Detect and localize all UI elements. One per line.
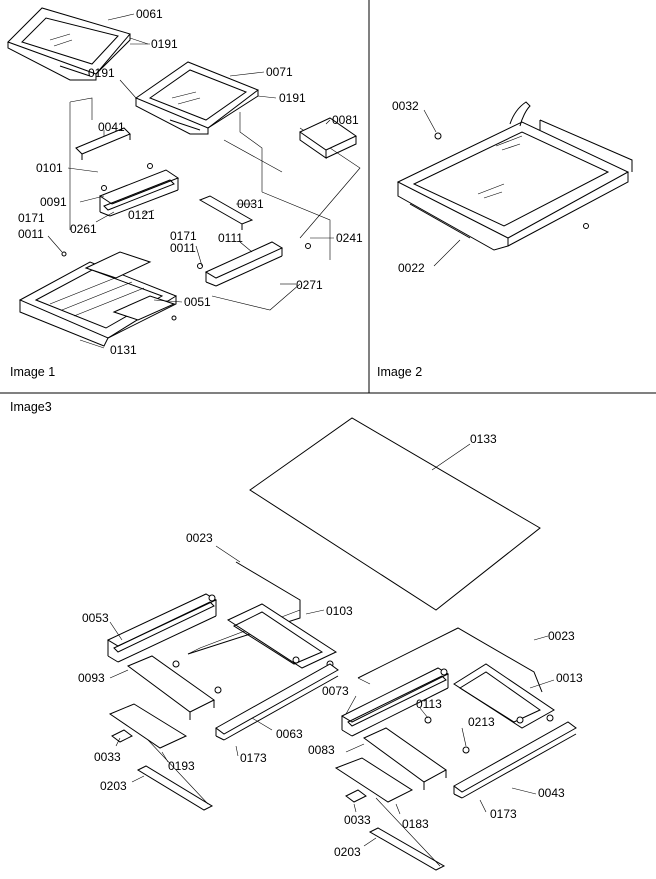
label-0032: 0032 — [392, 99, 419, 113]
slide-assembly-0111 — [197, 241, 311, 287]
label-0173-a: 0173 — [240, 751, 267, 765]
label-0193: 0193 — [168, 759, 195, 773]
label-0011-a: 0011 — [18, 227, 44, 241]
label-0133: 0133 — [470, 432, 497, 446]
shelf-0061 — [7, 7, 149, 81]
label-0091: 0091 — [40, 195, 67, 209]
label-0203-a: 0203 — [100, 779, 127, 793]
rail-0041 — [75, 127, 131, 160]
label-0171-b: 0171 — [170, 229, 197, 243]
label-0261: 0261 — [70, 222, 97, 236]
image-2-shelf-view: 0032 0022 — [392, 99, 633, 275]
label-0121: 0121 — [128, 208, 155, 222]
label-0041: 0041 — [98, 120, 125, 134]
label-0203-b: 0203 — [334, 845, 361, 859]
caption-image-2: Image 2 — [377, 365, 422, 379]
label-0043: 0043 — [538, 786, 565, 800]
slide-0031 — [198, 195, 254, 230]
label-0191-b: 0191 — [88, 66, 115, 80]
rail-0081 — [298, 117, 358, 159]
label-0023-a: 0023 — [186, 531, 213, 545]
panel-frame — [0, 0, 656, 394]
label-0031: 0031 — [237, 197, 264, 211]
label-0171-a: 0171 — [18, 211, 45, 225]
label-0183: 0183 — [402, 817, 429, 831]
slide-assembly-0121 — [98, 163, 180, 217]
label-0083: 0083 — [308, 743, 335, 757]
label-0111: 0111 — [218, 231, 243, 245]
drawer-0131 — [18, 251, 178, 347]
label-0241: 0241 — [336, 231, 363, 245]
label-0131: 0131 — [110, 343, 137, 357]
assembly-guides-image-1 — [69, 97, 361, 311]
shelf-0071 — [134, 61, 260, 135]
label-0022: 0022 — [398, 261, 425, 275]
right-frame-assembly: 0023 0013 0073 0113 0213 0083 0043 0033 … — [308, 627, 583, 871]
label-0033-a: 0033 — [94, 750, 121, 764]
label-0081: 0081 — [332, 113, 359, 127]
caption-image-3: Image3 — [10, 400, 52, 414]
label-0073: 0073 — [322, 684, 349, 698]
image-3-exploded-view: 0133 — [78, 417, 583, 871]
label-0191-a: 0191 — [151, 37, 178, 51]
label-0213: 0213 — [468, 715, 495, 729]
label-0023-b: 0023 — [548, 629, 575, 643]
label-0173-b: 0173 — [490, 807, 517, 821]
label-0271: 0271 — [296, 278, 323, 292]
image-1-exploded-view: 0061 0191 0191 0071 0191 0081 0041 0101 … — [7, 7, 363, 357]
label-0053: 0053 — [82, 611, 109, 625]
caption-image-1: Image 1 — [10, 365, 55, 379]
label-0011-b: 0011 — [170, 241, 196, 255]
label-0113: 0113 — [416, 697, 442, 711]
label-0093: 0093 — [78, 671, 105, 685]
label-0063: 0063 — [276, 727, 303, 741]
label-0061: 0061 — [136, 7, 163, 21]
label-0013: 0013 — [556, 671, 583, 685]
label-0191-c: 0191 — [279, 91, 306, 105]
label-0071: 0071 — [266, 65, 293, 79]
label-0033-b: 0033 — [344, 813, 371, 827]
label-0051: 0051 — [184, 295, 211, 309]
left-frame-assembly: 0023 0103 0053 0093 0063 0033 0193 0173 … — [78, 531, 353, 811]
leaders-image-1 — [47, 13, 334, 349]
label-0101: 0101 — [36, 161, 63, 175]
label-0103: 0103 — [326, 604, 353, 618]
glass-panel-0133: 0133 — [249, 417, 541, 611]
